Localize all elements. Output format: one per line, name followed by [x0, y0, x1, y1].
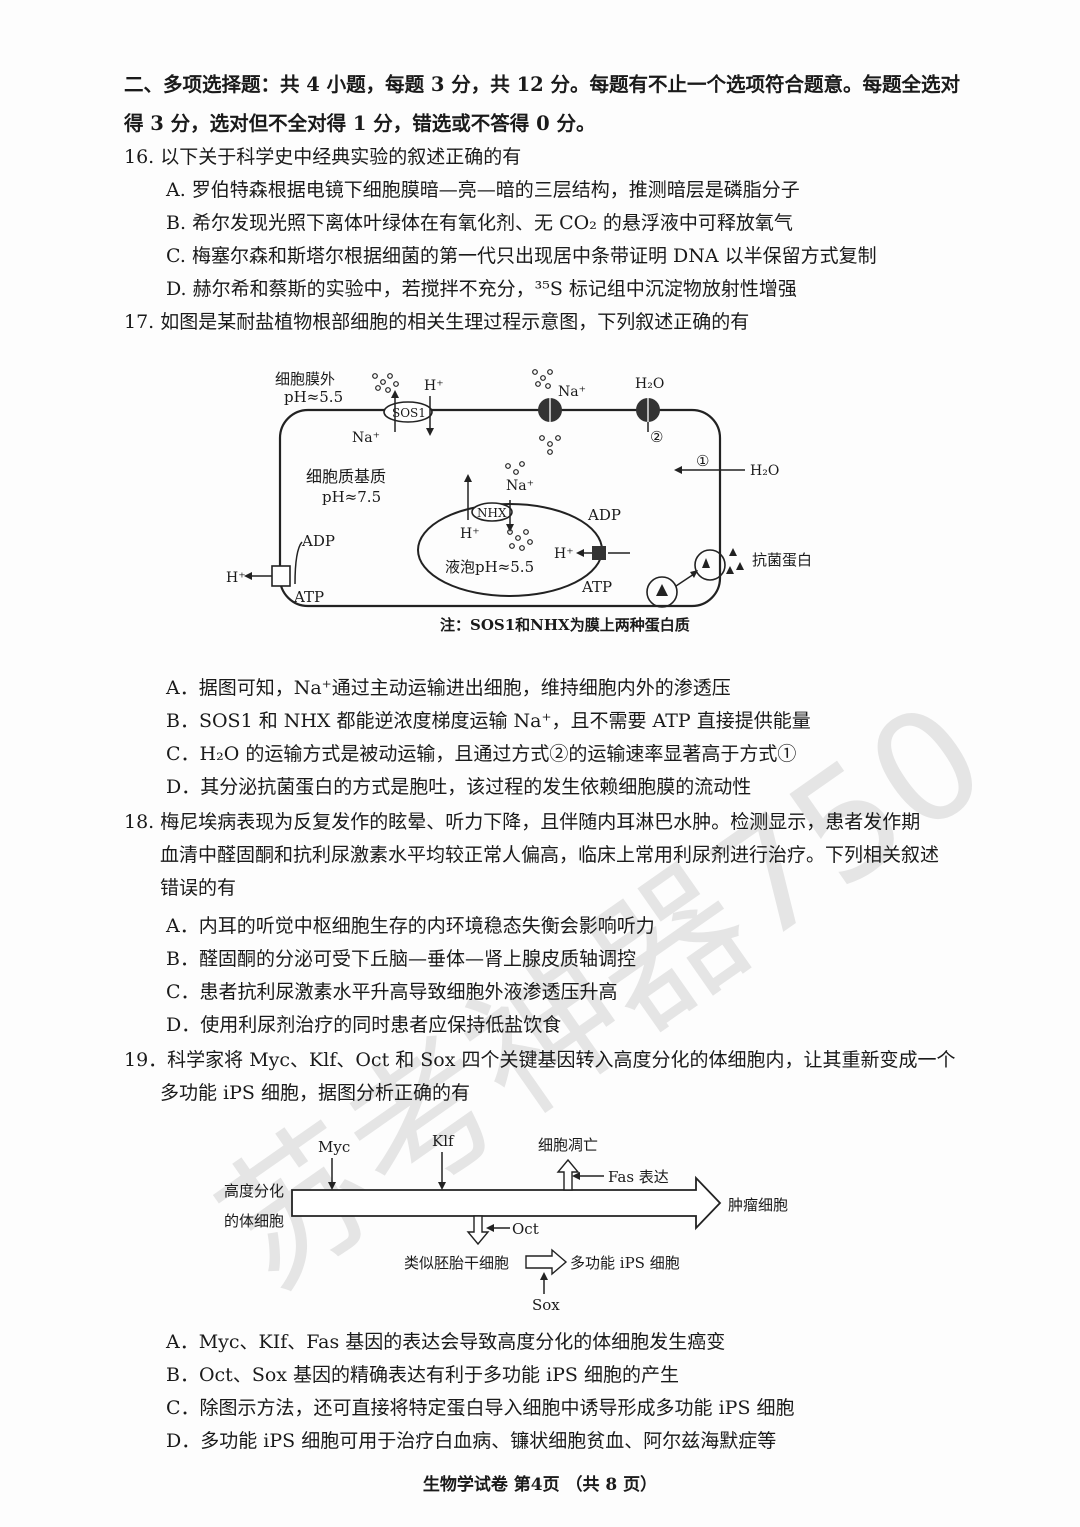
- q16-option-a: A. 罗伯特森根据电镜下细胞膜暗—亮—暗的三层结构，推测暗层是磷脂分子: [166, 179, 800, 201]
- q19-option-c: C．除图示方法，还可直接将特定蛋白导入细胞中诱导形成多功能 iPS 细胞: [166, 1397, 795, 1419]
- q19-option-d: D．多功能 iPS 细胞可用于治疗白血病、镰状细胞贫血、阿尔兹海默症等: [166, 1430, 777, 1452]
- antibacterial-label: 抗菌蛋白: [752, 551, 812, 569]
- ips-label: 多功能 iPS 细胞: [570, 1254, 680, 1272]
- q17-option-c: C．H₂O 的运输方式是被动运输，且通过方式②的运输速率显著高于方式①: [166, 743, 797, 765]
- q17-stem: 17. 如图是某耐盐植物根部细胞的相关生理过程示意图，下列叙述正确的有: [124, 311, 750, 333]
- section-heading-line2: 得 3 分，选对但不全对得 1 分，错选或不答得 0 分。: [124, 112, 596, 135]
- cytoplasm-ph: pH≈7.5: [322, 488, 381, 506]
- tumor-label: 肿瘤细胞: [728, 1196, 788, 1214]
- nhx-label: NHX: [477, 506, 507, 520]
- cell-membrane: [278, 408, 722, 608]
- membrane-proton-pump: [271, 565, 291, 587]
- main-differentiation-arrow: [291, 1175, 722, 1231]
- section-heading-line1: 二、多项选择题：共 4 小题，每题 3 分，共 12 分。每题有不止一个选项符合…: [124, 73, 961, 96]
- adp-label-vacuole: ADP: [587, 506, 621, 524]
- na-dots-outside: [372, 373, 399, 393]
- na-label-channel: Na⁺: [558, 384, 586, 400]
- start-label-line1: 高度分化: [224, 1182, 284, 1200]
- sos1-label: SOS1: [392, 406, 426, 420]
- q18-stem-line2: 血清中醛固酮和抗利尿激素水平均较正常人偏高，临床上常用利尿剂进行治疗。下列相关叙…: [160, 844, 940, 866]
- na-label-sos1: Na⁺: [352, 430, 380, 446]
- oct-branch-arrow: [466, 1215, 490, 1246]
- q18-option-d: D．使用利尿剂治疗的同时患者应保持低盐饮食: [166, 1014, 562, 1036]
- sos1-protein: [383, 401, 433, 423]
- apoptosis-arrow: [556, 1158, 580, 1191]
- embryonic-label: 类似胚胎干细胞: [404, 1254, 509, 1272]
- vacuole-label: 液泡pH≈5.5: [445, 558, 534, 576]
- q18-stem-line1: 18. 梅尼埃病表现为反复发作的眩晕、听力下降，且伴随内耳淋巴水肿。检测显示，患…: [124, 811, 921, 833]
- q19-pathway-diagram: 高度分化 的体细胞 肿瘤细胞 Myc Klf 细胞凋亡 Fas 表达 Oct 类…: [224, 1132, 788, 1314]
- route-1-label: ①: [696, 452, 709, 470]
- start-label-line2: 的体细胞: [224, 1212, 284, 1230]
- q18-option-c: C．患者抗利尿激素水平升高导致细胞外液渗透压升高: [166, 981, 618, 1003]
- nhx-protein: [471, 502, 513, 522]
- na-dots-vacuole: [505, 461, 533, 551]
- outside-ph: pH≈5.5: [284, 388, 343, 406]
- apoptosis-label: 细胞凋亡: [538, 1136, 598, 1154]
- q19-stem-line2: 多功能 iPS 细胞，据图分析正确的有: [160, 1082, 470, 1104]
- embryonic-to-ips-arrow: [525, 1248, 568, 1276]
- h2o-label-side: H₂O: [750, 463, 779, 479]
- na-dots-channel: [532, 369, 561, 455]
- myc-label: Myc: [318, 1138, 350, 1156]
- q19-option-b: B．Oct、Sox 基因的精确表达有利于多功能 iPS 细胞的产生: [166, 1364, 679, 1386]
- q17-option-b: B．SOS1 和 NHX 都能逆浓度梯度运输 Na⁺，且不需要 ATP 直接提供…: [166, 710, 811, 732]
- q17-option-a: A．据图可知，Na⁺通过主动运输进出细胞，维持细胞内外的渗透压: [166, 677, 731, 699]
- outside-label: 细胞膜外: [275, 370, 335, 388]
- q18-stem-line3: 错误的有: [160, 877, 237, 899]
- vesicle-inner: [646, 576, 678, 608]
- fas-label: Fas 表达: [608, 1168, 669, 1186]
- q17-option-d: D．其分泌抗菌蛋白的方式是胞吐，该过程的发生依赖细胞膜的流动性: [166, 776, 752, 798]
- na-label-vacuole: Na⁺: [506, 478, 534, 494]
- q16-option-c: C. 梅塞尔森和斯塔尔根据细菌的第一代只出现居中条带证明 DNA 以半保留方式复…: [166, 245, 877, 267]
- vacuole-proton-pump: [592, 546, 606, 560]
- klf-label: Klf: [432, 1132, 455, 1150]
- h2o-label-top: H₂O: [635, 376, 664, 392]
- adp-label-left: ADP: [301, 532, 335, 550]
- h-label-nhx: H⁺: [460, 526, 480, 542]
- atp-label-vacuole: ATP: [581, 578, 612, 596]
- oct-label: Oct: [512, 1220, 539, 1238]
- antibacterial-protein-dots: [726, 548, 744, 574]
- atp-label-left: ATP: [293, 588, 324, 606]
- q16-option-b: B. 希尔发现光照下离体叶绿体在有氧化剂、无 CO₂ 的悬浮液中可释放氧气: [166, 212, 793, 234]
- h-label-pump-left: H⁺: [226, 570, 246, 586]
- sox-label: Sox: [532, 1296, 560, 1314]
- vesicle-membrane: [694, 549, 726, 581]
- page-footer: 生物学试卷 第4页 （共 8 页）: [422, 1475, 658, 1495]
- diagram-note: 注：SOS1和NHX为膜上两种蛋白质: [440, 616, 690, 634]
- q17-cell-diagram: 细胞膜外 pH≈5.5 SOS1 Na⁺ H⁺ Na⁺ H₂O ② ① H₂O …: [226, 369, 812, 634]
- h-label-pump: H⁺: [554, 546, 574, 562]
- q19-option-a: A．Myc、KIf、Fas 基因的表达会导致高度分化的体细胞发生癌变: [166, 1331, 726, 1353]
- q16-option-d: D. 赫尔希和蔡斯的实验中，若搅拌不充分，³⁵S 标记组中沉淀物放射性增强: [166, 278, 797, 300]
- q18-option-b: B．醛固酮的分泌可受下丘脑—垂体—肾上腺皮质轴调控: [166, 948, 636, 970]
- q19-stem-line1: 19．科学家将 Myc、Klf、Oct 和 Sox 四个关键基因转入高度分化的体…: [124, 1049, 956, 1071]
- route-2-label: ②: [650, 428, 663, 446]
- q18-option-a: A．内耳的听觉中枢细胞生存的内环境稳态失衡会影响听力: [166, 915, 655, 937]
- h-label-sos1: H⁺: [424, 378, 444, 394]
- q16-stem: 16. 以下关于科学史中经典实验的叙述正确的有: [124, 146, 522, 168]
- cytoplasm-label: 细胞质基质: [306, 467, 386, 486]
